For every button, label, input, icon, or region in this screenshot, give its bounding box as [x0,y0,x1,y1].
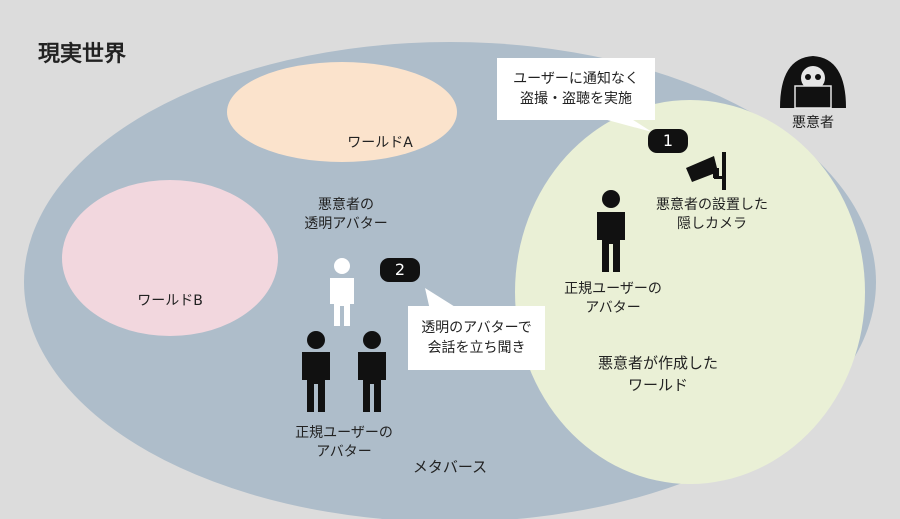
label-line: 悪意者の [317,197,374,213]
world-b-ellipse [62,180,278,336]
user-avatar-figure [597,190,625,272]
hacker-icon [780,56,846,109]
world-a-label: ワールドA [347,135,413,151]
label-line: 悪意者が作成した [597,354,719,372]
transparent-avatar-label: 悪意者の透明アバター [304,196,387,234]
label-line: 隠しカメラ [677,216,747,232]
attacker-world-label: 悪意者が作成したワールド [598,352,718,396]
attacker-world-ellipse [515,100,865,484]
callout-line: ユーザーに通知なく [513,71,639,87]
metaverse-label: メタバース [412,458,488,476]
label-line: 悪意者の設置した [656,197,768,213]
label-line: 正規ユーザーの [295,425,393,441]
world-a-ellipse [227,62,457,162]
callout1-tail [600,118,652,132]
label-line: 透明アバター [304,216,388,232]
badge-2: 2 [380,258,420,282]
user-avatar-left-label: 正規ユーザーのアバター [295,424,393,462]
user-avatar-right-label: 正規ユーザーのアバター [564,280,662,318]
label-line: 正規ユーザーの [564,281,662,297]
callout-1: ユーザーに通知なく盗撮・盗聴を実施 [497,58,655,120]
callout-line: 透明のアバターで [421,320,532,336]
world-b-label: ワールドB [137,293,203,309]
callout-line: 会話を立ち聞き [427,340,526,356]
badge-1: 1 [648,129,688,153]
callout-2: 透明のアバターで会話を立ち聞き [408,306,545,370]
attacker-label: 悪意者 [792,115,834,131]
callout2-tail [425,288,460,310]
transparent-avatar-figure [330,258,354,326]
hidden-camera-label: 悪意者の設置した隠しカメラ [656,196,768,234]
label-line: アバター [585,300,641,316]
label-line: アバター [316,444,372,460]
page-title: 現実世界 [38,42,127,67]
user-avatar-figure-2 [358,331,386,412]
camera-icon [686,152,726,190]
label-line: ワールド [627,376,689,394]
callout-line: 盗撮・盗聴を実施 [519,91,632,107]
user-avatar-figure-1 [302,331,330,412]
